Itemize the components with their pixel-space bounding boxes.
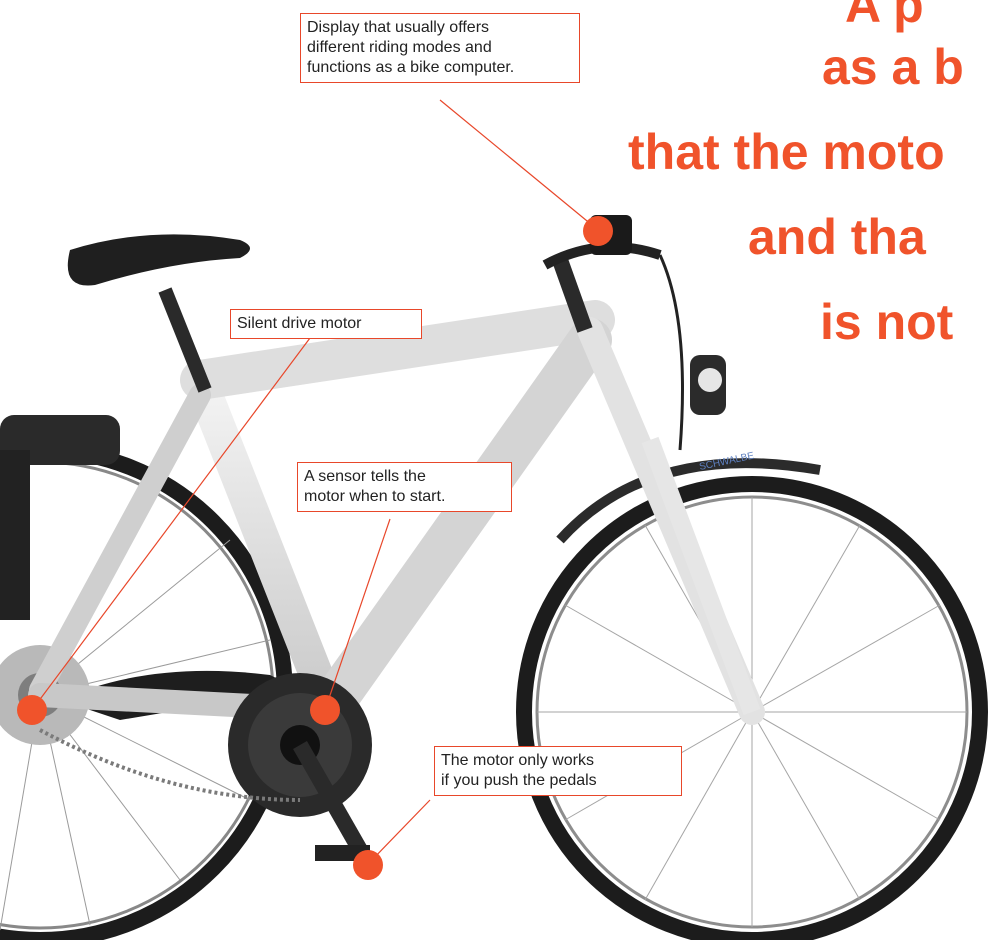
tire-brand-text: SCHWALBE xyxy=(698,451,755,473)
pedals-callout-line-2: if you push the pedals xyxy=(441,771,675,791)
motor-callout: Silent drive motor xyxy=(230,309,422,339)
display-callout-line-3: functions as a bike computer. xyxy=(307,58,573,78)
sensor-callout-line-2: motor when to start. xyxy=(304,487,505,507)
sensor-marker-dot xyxy=(310,695,340,725)
headline-line-2: as a b xyxy=(822,42,964,92)
sensor-callout-line-1: A sensor tells the xyxy=(304,467,505,487)
pannier xyxy=(0,450,30,620)
pedals-callout: The motor only works if you push the ped… xyxy=(434,746,682,796)
pedal-marker-dot xyxy=(353,850,383,880)
display-marker-dot xyxy=(583,216,613,246)
headline-line-4: and tha xyxy=(748,212,926,262)
saddle xyxy=(68,234,250,285)
headline-line-1: A p xyxy=(845,0,924,30)
pedals-callout-line-1: The motor only works xyxy=(441,751,675,771)
display-callout: Display that usually offers different ri… xyxy=(300,13,580,83)
motor-marker-dot xyxy=(17,695,47,725)
motor-callout-line-1: Silent drive motor xyxy=(237,314,415,334)
sensor-callout: A sensor tells the motor when to start. xyxy=(297,462,512,512)
display-callout-line-1: Display that usually offers xyxy=(307,18,573,38)
headline-line-3: that the moto xyxy=(628,127,945,177)
headline-line-5: is not xyxy=(820,297,953,347)
display-callout-line-2: different riding modes and xyxy=(307,38,573,58)
